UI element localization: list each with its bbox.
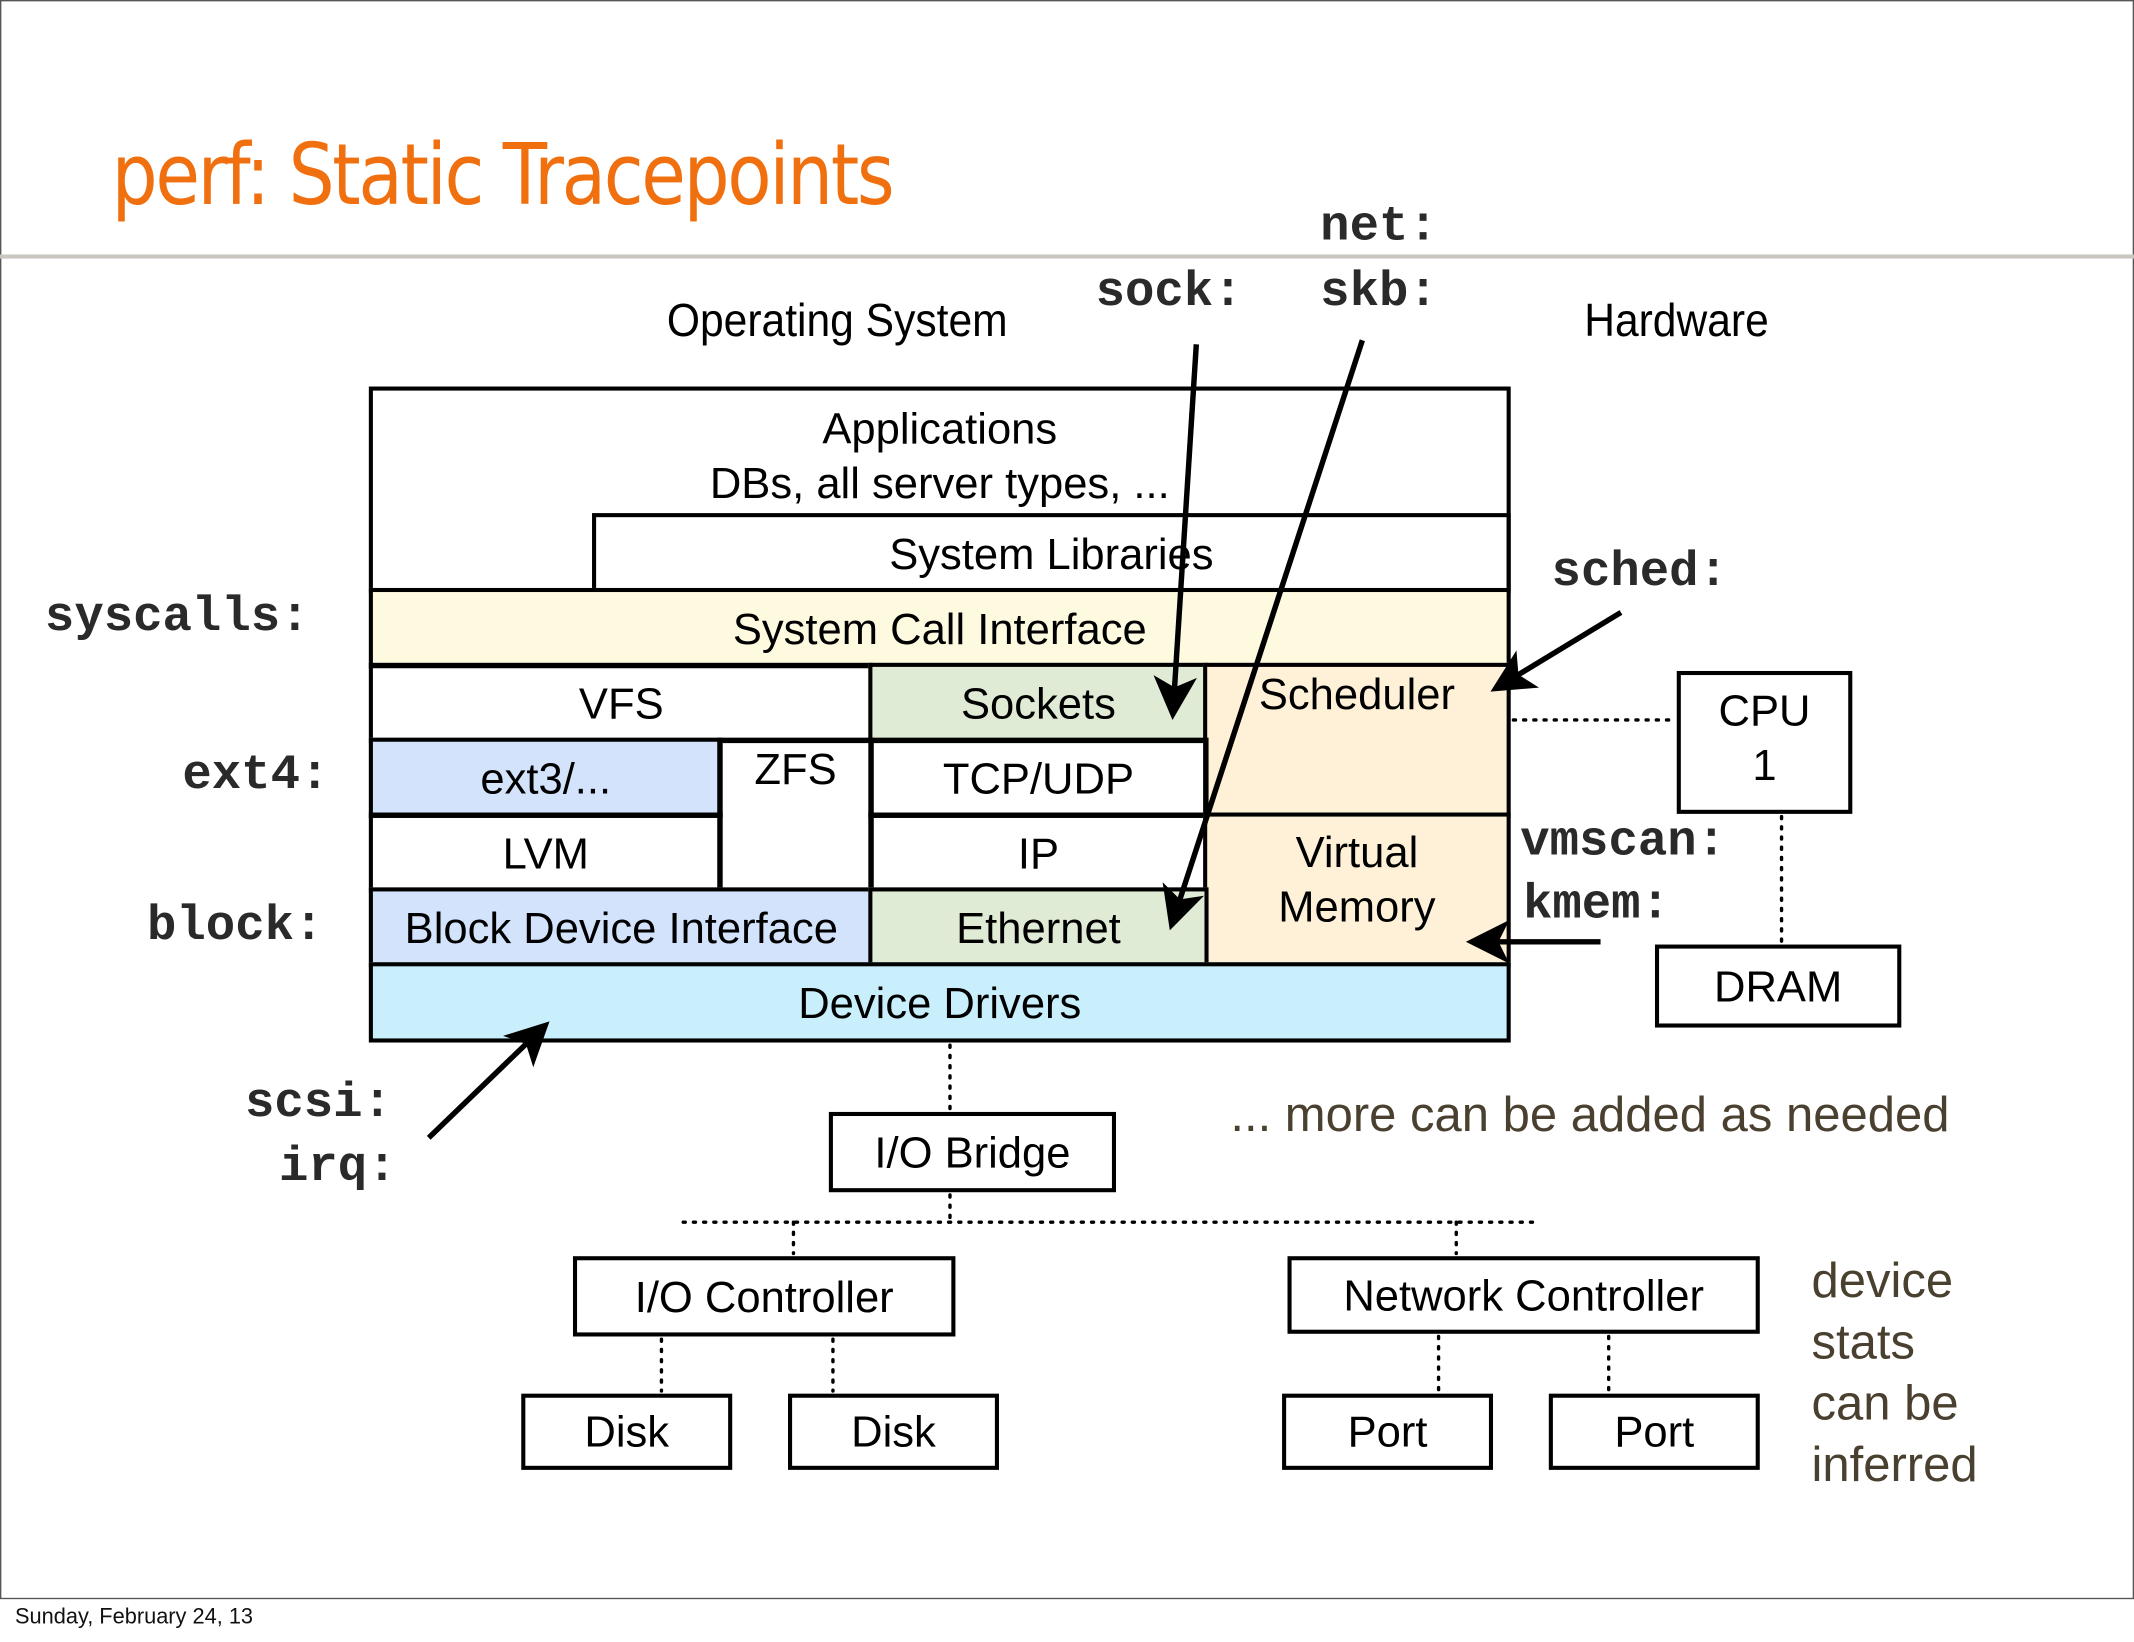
virtual-memory-box: Virtual Memory bbox=[1203, 812, 1511, 968]
virtual-memory-label-1: Virtual bbox=[1295, 827, 1419, 877]
io-controller-box: I/O Controller bbox=[572, 1256, 956, 1337]
note-line: can be bbox=[1811, 1374, 1959, 1431]
network-controller-label: Network Controller bbox=[1343, 1270, 1704, 1320]
device-drivers-label: Device Drivers bbox=[798, 977, 1082, 1027]
sockets-box: Sockets bbox=[868, 662, 1209, 744]
footer-date: Sunday, February 24, 13 bbox=[14, 1605, 254, 1630]
lvm-box: LVM bbox=[368, 812, 723, 893]
note-line: stats bbox=[1811, 1313, 1915, 1370]
tcp-udp-label: TCP/UDP bbox=[942, 753, 1135, 803]
ext3-label: ext3/... bbox=[480, 753, 612, 803]
disk-box: Disk bbox=[521, 1393, 733, 1470]
scheduler-box: Scheduler bbox=[1203, 662, 1511, 818]
port-box: Port bbox=[1548, 1393, 1760, 1470]
more-note: ... more can be added as needed bbox=[1230, 1086, 1950, 1142]
hardware-heading: Hardware bbox=[1584, 295, 1769, 348]
vfs-label: VFS bbox=[578, 678, 664, 728]
ip-label: IP bbox=[1017, 828, 1060, 878]
device-stats-note: device stats can be inferred bbox=[1811, 1249, 1977, 1494]
applications-label: Applications bbox=[822, 404, 1058, 454]
tracepoint-syscalls: syscalls: bbox=[44, 589, 310, 646]
tracepoint-sock: sock: bbox=[1095, 264, 1243, 320]
applications-sublabel: DBs, all server types, ... bbox=[709, 458, 1170, 508]
cpu-box: CPU 1 bbox=[1676, 670, 1853, 814]
slide-title: perf: Static Tracepoints bbox=[111, 125, 895, 225]
network-controller-box: Network Controller bbox=[1287, 1256, 1760, 1334]
device-drivers-box: Device Drivers bbox=[368, 962, 1511, 1043]
system-libraries-box: System Libraries bbox=[592, 513, 1511, 594]
dram-box: DRAM bbox=[1654, 944, 1902, 1028]
ethernet-box: Ethernet bbox=[868, 887, 1209, 968]
io-bridge-box: I/O Bridge bbox=[828, 1111, 1117, 1193]
tracepoint-ext4: ext4: bbox=[182, 747, 330, 803]
tracepoint-scsi: scsi: bbox=[244, 1075, 393, 1131]
port-box: Port bbox=[1282, 1393, 1494, 1470]
disk-label: Disk bbox=[851, 1407, 936, 1457]
io-bridge-label: I/O Bridge bbox=[874, 1127, 1071, 1177]
ext3-box: ext3/... bbox=[368, 737, 723, 818]
ethernet-label: Ethernet bbox=[956, 903, 1121, 953]
block-device-interface-label: Block Device Interface bbox=[404, 903, 838, 953]
port-label: Port bbox=[1614, 1407, 1695, 1457]
ip-box: IP bbox=[868, 812, 1209, 893]
note-line: device bbox=[1811, 1252, 1954, 1308]
port-label: Port bbox=[1347, 1407, 1428, 1457]
tracepoint-sched: sched: bbox=[1551, 544, 1728, 601]
tracepoint-vmscan: vmscan: bbox=[1520, 813, 1727, 870]
title-divider bbox=[0, 254, 2134, 259]
zfs-box: ZFS bbox=[717, 737, 874, 893]
sockets-label: Sockets bbox=[960, 678, 1116, 728]
disk-box: Disk bbox=[788, 1393, 999, 1470]
tracepoint-net: net: bbox=[1320, 198, 1438, 255]
os-heading: Operating System bbox=[666, 295, 1008, 348]
note-line: inferred bbox=[1811, 1435, 1978, 1492]
lvm-label: LVM bbox=[502, 828, 589, 878]
zfs-label: ZFS bbox=[754, 744, 837, 794]
disk-label: Disk bbox=[584, 1407, 670, 1457]
system-call-interface-box: System Call Interface bbox=[368, 587, 1511, 669]
tcp-udp-box: TCP/UDP bbox=[868, 737, 1209, 818]
io-controller-label: I/O Controller bbox=[634, 1271, 894, 1321]
block-device-interface-box: Block Device Interface bbox=[368, 887, 874, 968]
tracepoint-block: block: bbox=[146, 898, 324, 955]
cpu-count: 1 bbox=[1752, 740, 1777, 790]
tracepoint-kmem: kmem: bbox=[1522, 876, 1670, 933]
tracepoint-irq: irq: bbox=[279, 1139, 397, 1195]
dram-label: DRAM bbox=[1714, 961, 1843, 1011]
system-libraries-label: System Libraries bbox=[889, 528, 1214, 578]
virtual-memory-label-2: Memory bbox=[1278, 881, 1436, 931]
vfs-box: VFS bbox=[368, 662, 874, 744]
scheduler-label: Scheduler bbox=[1258, 669, 1455, 719]
slide-frame bbox=[0, 0, 2134, 1600]
system-call-interface-label: System Call Interface bbox=[732, 603, 1147, 653]
cpu-label: CPU bbox=[1718, 685, 1811, 735]
tracepoint-skb: skb: bbox=[1320, 264, 1438, 320]
